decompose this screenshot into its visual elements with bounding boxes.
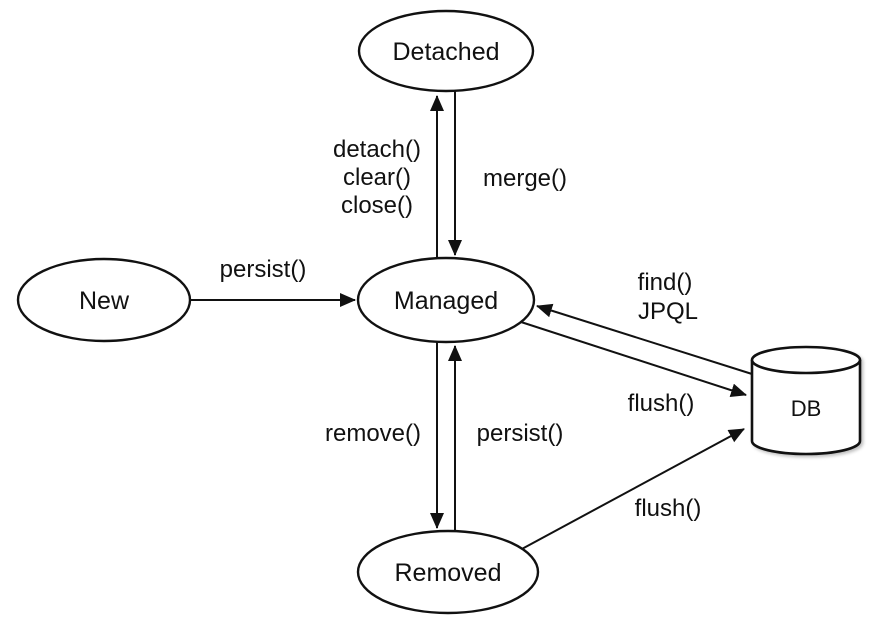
edge-persist-new-to-managed: persist(): [191, 256, 356, 307]
edge-label-find: find(): [638, 269, 693, 296]
node-label-new: New: [79, 287, 130, 315]
node-label-managed: Managed: [394, 287, 498, 315]
edge-flush-managed-to-db: flush(): [520, 321, 747, 417]
node-detached: Detached: [357, 9, 535, 93]
edge-label-detach: detach(): [333, 136, 421, 163]
node-db-cylinder: DB: [750, 345, 862, 456]
edge-label-jpql: JPQL: [638, 298, 698, 325]
node-label-detached: Detached: [392, 38, 499, 66]
node-managed: Managed: [356, 256, 536, 344]
edge-persist-removed-to-managed: persist(): [448, 345, 564, 531]
edge-merge-detached-to-managed: merge(): [448, 91, 567, 256]
edge-flush-removed-to-db: flush(): [519, 428, 745, 551]
node-label-removed: Removed: [395, 559, 502, 587]
edge-label-clear: clear(): [343, 164, 411, 191]
edge-label-flush-removed: flush(): [635, 495, 702, 522]
node-removed: Removed: [356, 529, 540, 615]
db-cylinder-top: [750, 345, 862, 375]
edge-label-persist-removed: persist(): [477, 420, 564, 447]
edge-find-db-to-managed: find() JPQL: [536, 269, 753, 375]
edge-detach-managed-to-detached: detach() clear() close(): [333, 95, 444, 258]
edge-label-close: close(): [341, 192, 413, 219]
edge-remove-managed-to-removed: remove(): [325, 342, 444, 529]
node-new: New: [16, 257, 192, 343]
db-cylinder-body: [750, 360, 862, 456]
edge-label-remove: remove(): [325, 420, 421, 447]
edge-label-persist-new: persist(): [220, 256, 307, 283]
edge-label-merge: merge(): [483, 165, 567, 192]
node-label-db: DB: [791, 396, 822, 421]
edge-label-flush-managed: flush(): [628, 390, 695, 417]
